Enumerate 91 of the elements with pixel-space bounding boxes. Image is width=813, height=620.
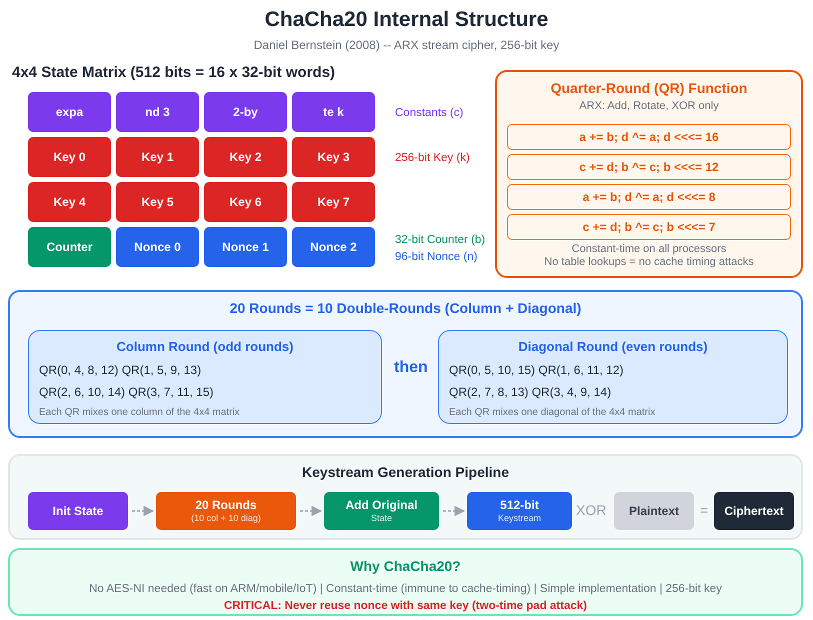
box-label: nd 3 xyxy=(145,104,170,120)
rounds-panel xyxy=(8,290,803,438)
box-label: 512-bit xyxy=(500,498,539,513)
pipeline-step xyxy=(467,492,572,530)
body-text: QR(2, 7, 8, 13) QR(3, 4, 9, 14) xyxy=(449,385,612,400)
state-word-cell xyxy=(292,227,375,267)
box-sublabel: State xyxy=(370,512,392,524)
note-text: No table lookups = no cache timing attacks xyxy=(544,256,754,270)
state-word-cell xyxy=(28,92,111,132)
box-label: Key 4 xyxy=(53,194,86,210)
panel-heading: Column Round (odd rounds) xyxy=(116,339,294,356)
section-heading: 4x4 State Matrix (512 bits = 16 x 32-bit words) xyxy=(12,64,336,81)
state-word-cell xyxy=(116,137,199,177)
panel-heading: Diagonal Round (even rounds) xyxy=(518,339,708,356)
box-label: 2-by xyxy=(233,104,258,120)
operator-label: = xyxy=(700,502,708,518)
state-word-cell xyxy=(116,92,199,132)
operation-row xyxy=(507,154,791,180)
pipeline-step xyxy=(156,492,296,530)
box-label: Add Original xyxy=(346,498,418,513)
note-text: Constant-time on all processors xyxy=(572,242,726,256)
box-label: a += b; d ^= a; d <<<= 8 xyxy=(582,190,716,204)
info-panel xyxy=(8,548,803,616)
box-label: Init State xyxy=(52,504,104,518)
box-label: 20 Rounds xyxy=(195,498,257,513)
box-label: Nonce 0 xyxy=(134,240,181,254)
arrow xyxy=(443,506,466,516)
box-sublabel: (10 col + 10 diag) xyxy=(191,512,261,524)
row-label: 256-bit Key (k) xyxy=(395,152,470,164)
state-word-cell xyxy=(292,92,375,132)
state-word-cell xyxy=(292,137,375,177)
diagram-subtitle: Daniel Bernstein (2008) -- ARX stream cipher, 256-bit key xyxy=(252,38,560,52)
operation-row xyxy=(507,184,791,210)
note-text: Each QR mixes one diagonal of the 4x4 matrix xyxy=(449,407,656,420)
row-label: Constants (c) xyxy=(395,107,464,119)
operation-row xyxy=(507,214,791,240)
operation-row xyxy=(507,124,791,150)
function-panel xyxy=(495,70,803,278)
state-word-cell xyxy=(204,92,287,132)
panel-heading: Why ChaCha20? xyxy=(350,558,461,576)
box-label: Key 5 xyxy=(141,194,174,210)
diagram-title: ChaCha20 Internal Structure xyxy=(264,8,550,32)
box-label: Key 2 xyxy=(229,150,262,164)
box-label: Nonce 1 xyxy=(222,240,269,254)
pipeline-step xyxy=(28,492,128,530)
round-panel xyxy=(28,330,382,424)
connector-word: then xyxy=(394,358,428,378)
operator-label: XOR xyxy=(576,502,606,518)
panel-subtitle: ARX: Add, Rotate, XOR only xyxy=(579,100,719,114)
state-word-cell xyxy=(28,182,111,222)
box-label: a += b; d ^= a; d <<<= 16 xyxy=(579,130,719,144)
round-panel xyxy=(438,330,788,424)
box-label: c += d; b ^= c; b <<<= 7 xyxy=(582,220,716,234)
box-label: Key 1 xyxy=(141,150,174,164)
panel-heading: Quarter-Round (QR) Function xyxy=(550,80,748,98)
row-label: 32-bit Counter (b) xyxy=(395,234,486,246)
box-label: c += d; b ^= c; b <<<= 12 xyxy=(579,160,719,174)
state-word-cell xyxy=(292,182,375,222)
state-word-cell xyxy=(28,227,111,267)
warning-text: CRITICAL: Never reuse nonce with same key (two-time pad attack) xyxy=(224,598,587,614)
pipeline-step xyxy=(324,492,439,530)
box-label: Nonce 2 xyxy=(310,240,357,254)
panel-heading: Keystream Generation Pipeline xyxy=(302,464,509,482)
box-label: expa xyxy=(56,104,84,120)
panel-heading: 20 Rounds = 10 Double-Rounds (Column + Diagonal) xyxy=(230,300,582,318)
body-text: No AES-NI needed (fast on ARM/mobile/IoT) | Constant-time (immune to cache-timing) | Simple implementation | 256-bit key xyxy=(89,582,722,596)
body-text: QR(0, 5, 10, 15) QR(1, 6, 11, 12) xyxy=(449,363,624,378)
pipeline-step xyxy=(714,492,794,530)
box-label: Key 3 xyxy=(317,150,350,164)
pipeline-step xyxy=(614,492,694,530)
box-label: Key 7 xyxy=(317,194,350,210)
state-word-cell xyxy=(116,227,199,267)
state-word-cell xyxy=(204,182,287,222)
box-label: Key 0 xyxy=(53,150,86,164)
box-label: Ciphertext xyxy=(724,504,784,518)
box-label: Plaintext xyxy=(628,504,679,518)
state-word-cell xyxy=(204,227,287,267)
note-text: Each QR mixes one column of the 4x4 matrix xyxy=(39,407,240,420)
box-sublabel: Keystream xyxy=(498,512,541,524)
box-label: Key 6 xyxy=(229,194,262,210)
box-label: te k xyxy=(323,104,344,120)
state-word-cell xyxy=(116,182,199,222)
box-label: Counter xyxy=(46,240,92,254)
state-word-cell xyxy=(204,137,287,177)
arrow xyxy=(300,506,322,516)
body-text: QR(2, 6, 10, 14) QR(3, 7, 11, 15) xyxy=(39,385,214,400)
pipeline-panel xyxy=(8,454,803,540)
arrow xyxy=(132,506,154,516)
body-text: QR(0, 4, 8, 12) QR(1, 5, 9, 13) xyxy=(39,363,202,378)
state-word-cell xyxy=(28,137,111,177)
row-label: 96-bit Nonce (n) xyxy=(395,251,478,263)
